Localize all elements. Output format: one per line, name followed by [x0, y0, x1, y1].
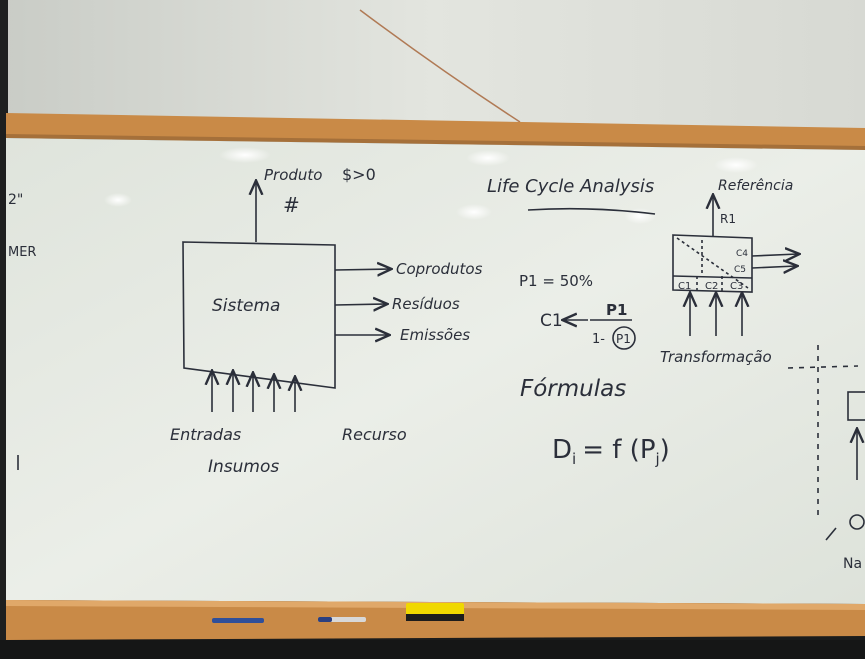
inputs-left-label: Entradas — [170, 425, 241, 444]
system-box — [182, 241, 336, 389]
wall — [0, 0, 865, 130]
glare — [219, 147, 271, 163]
heading: Life Cycle Analysis — [487, 176, 654, 197]
right-edge-text: Na — [843, 556, 862, 572]
whiteboard — [6, 138, 865, 604]
allocation-p1: P1 = 50% — [519, 272, 593, 290]
allocation-circled-p1: P1 — [616, 332, 631, 346]
product-label: Produto — [264, 166, 322, 184]
formulas-label: Fórmulas — [520, 376, 626, 402]
reference-cell-c3: C3 — [730, 281, 743, 292]
output-label-emissions: Emissões — [400, 326, 470, 344]
heading-underline — [527, 207, 656, 215]
product-mark: # — [283, 193, 300, 217]
equation: Di= f (Pj) — [552, 435, 670, 468]
left-edge-mark: 2" — [8, 192, 23, 208]
reference-cell-c1: C1 — [678, 281, 691, 292]
glare — [466, 150, 510, 166]
system-label: Sistema — [212, 296, 280, 316]
inputs-right-label: Recurso — [342, 425, 407, 444]
glare — [714, 157, 758, 173]
reference-output-c4: C4 — [736, 249, 748, 259]
reference-box — [672, 234, 753, 293]
output-arrow — [334, 304, 386, 305]
glare — [624, 208, 656, 224]
allocation-numerator: P1 — [606, 301, 627, 319]
reference-cell-c2: C2 — [705, 281, 718, 292]
glare — [104, 193, 132, 207]
glare — [456, 204, 492, 220]
dark-left-edge — [0, 0, 8, 659]
inputs-bottom-label: Insumos — [208, 457, 279, 477]
output-label-coproducts: Coprodutos — [396, 260, 483, 278]
allocation-denominator: 1- — [592, 332, 605, 347]
reference-output-c5: C5 — [734, 265, 746, 275]
reference-label: Referência — [718, 178, 793, 194]
transformation-label: Transformação — [660, 348, 772, 366]
output-arrow — [334, 269, 390, 270]
left-edge-text: MER — [8, 245, 36, 260]
circled-p1 — [612, 326, 636, 350]
reference-r1: R1 — [720, 212, 736, 226]
product-value: $>0 — [342, 165, 376, 184]
output-label-residues: Resíduos — [392, 295, 460, 313]
allocation-c1: C1 — [540, 311, 563, 331]
marker — [212, 618, 264, 623]
floor — [0, 640, 865, 659]
cable — [359, 9, 521, 123]
